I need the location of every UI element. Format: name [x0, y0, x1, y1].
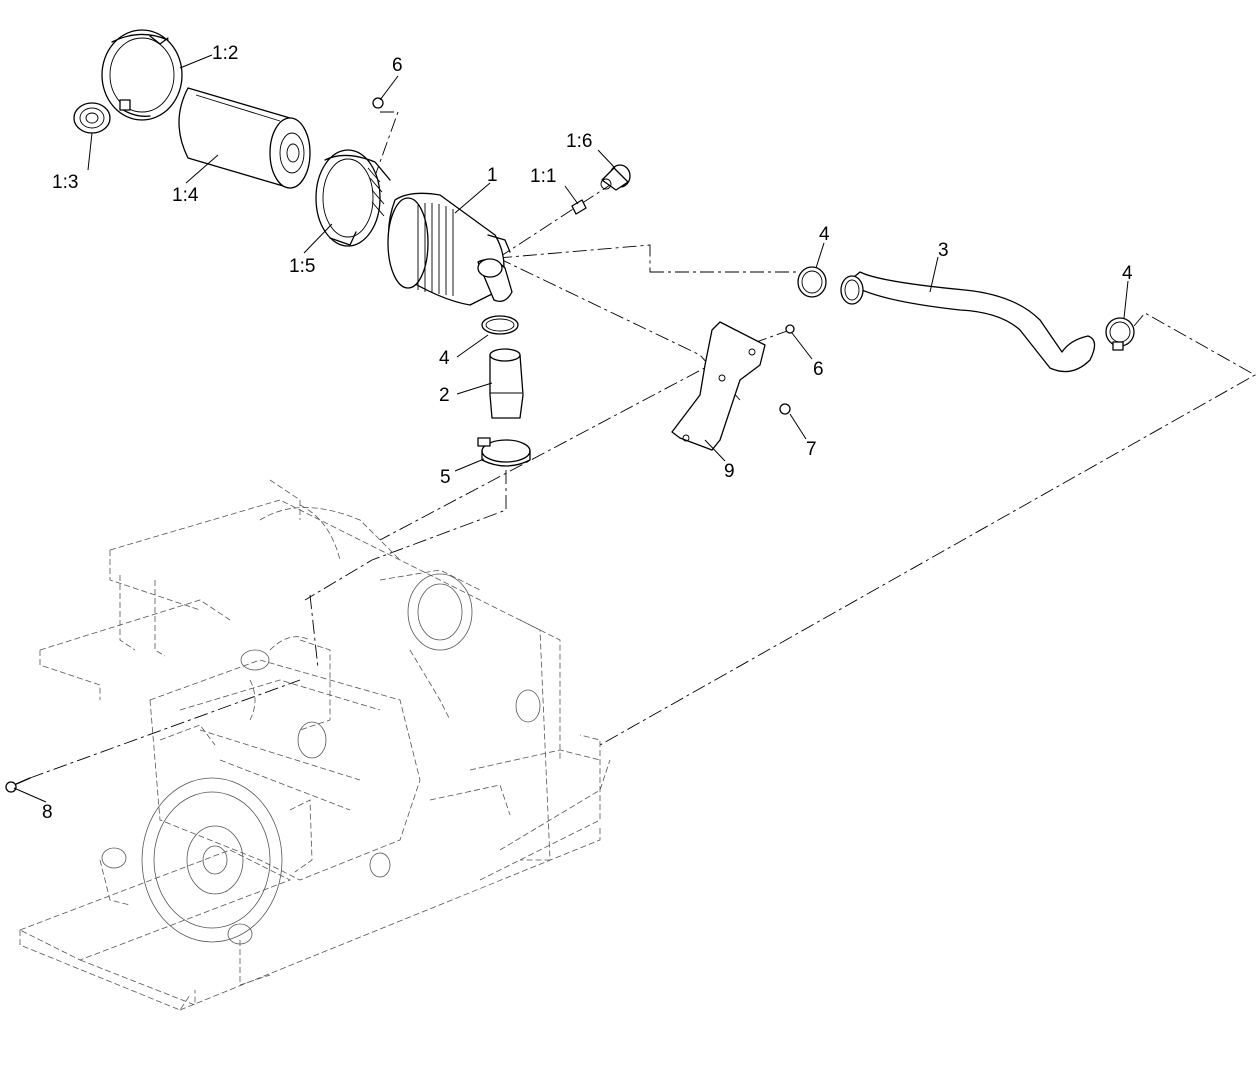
callout-1-6: 1:6 — [566, 131, 592, 152]
intake-tube-long — [840, 271, 1096, 373]
mounting-band — [315, 149, 391, 247]
callout-4-left: 4 — [439, 348, 450, 369]
callout-1: 1 — [487, 165, 498, 186]
assembly-centerlines — [29, 111, 1256, 779]
hose-clamp-right — [1105, 317, 1135, 351]
restriction-indicator-fitting — [571, 199, 587, 215]
air-cleaner-cover — [101, 29, 183, 121]
callout-7: 7 — [806, 439, 817, 460]
callout-5: 5 — [440, 467, 451, 488]
hardware-nut-6-upper — [372, 97, 384, 109]
mounting-bracket — [671, 321, 766, 451]
callout-1-3: 1:3 — [52, 172, 78, 193]
callout-1-4: 1:4 — [172, 185, 199, 206]
callout-labels: 1:2 1:3 1:4 1:5 1 1:1 1:6 6 4 2 5 4 3 4 … — [42, 43, 1133, 823]
callout-4-mid: 4 — [819, 224, 830, 245]
restriction-indicator — [600, 164, 631, 191]
hardware-bolt-8 — [5, 777, 31, 793]
callout-6-right: 6 — [813, 359, 824, 380]
filter-element — [178, 87, 311, 189]
callout-9: 9 — [724, 461, 735, 482]
hose-clamp-lower — [477, 437, 531, 467]
callout-8: 8 — [42, 802, 53, 823]
engine-assembly-reference — [19, 479, 611, 1011]
callout-2: 2 — [439, 385, 450, 406]
callout-leaders — [13, 54, 1129, 803]
callout-1-1: 1:1 — [530, 166, 556, 187]
callout-1-2: 1:2 — [212, 43, 238, 64]
intake-hose-short — [489, 348, 524, 419]
hardware-bolt-7 — [779, 403, 791, 415]
callout-3: 3 — [938, 240, 949, 261]
hardware-nut-6-right — [785, 324, 795, 334]
callout-1-5: 1:5 — [289, 256, 315, 277]
hose-clamp-upper-left — [481, 315, 519, 335]
callout-6-upper: 6 — [392, 55, 403, 76]
vacuator-valve — [73, 102, 111, 134]
air-cleaner-body — [387, 192, 513, 306]
hose-clamp-upper-mid — [797, 266, 827, 298]
callout-4-right: 4 — [1122, 263, 1133, 284]
